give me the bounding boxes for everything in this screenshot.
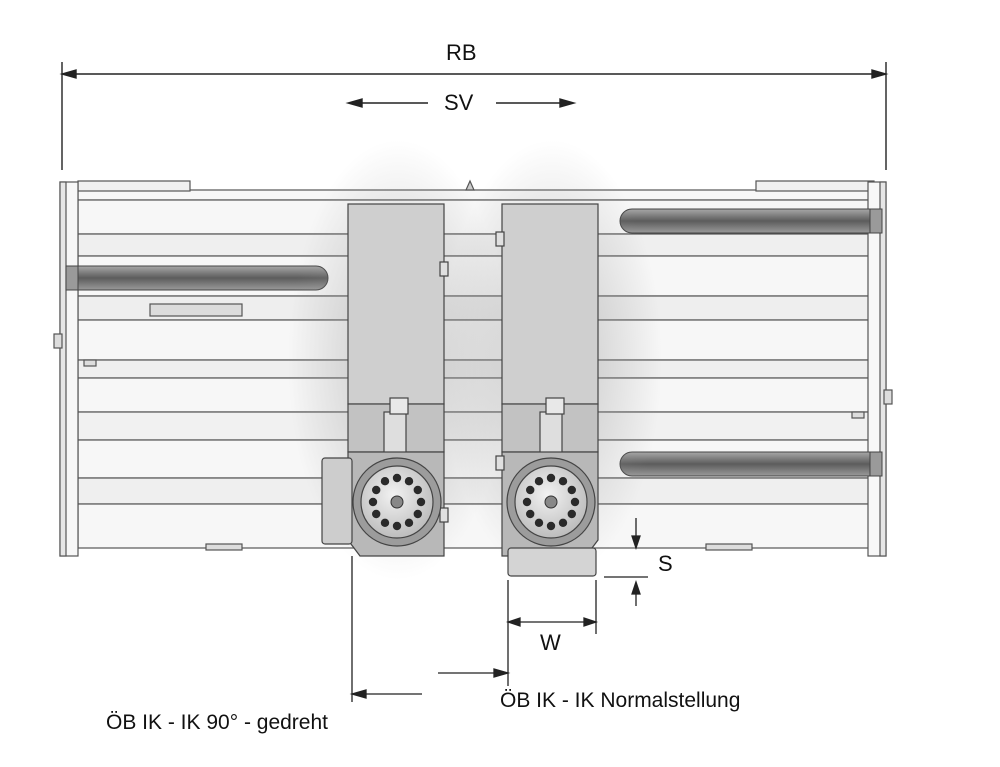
bolt <box>368 497 378 507</box>
right-wheel-bolts <box>522 473 580 531</box>
bolt <box>567 485 576 495</box>
bolt <box>534 518 544 527</box>
bolt <box>558 477 568 486</box>
label-s: S <box>658 551 673 576</box>
dimension-rb <box>59 62 889 170</box>
label-w: W <box>540 630 561 655</box>
bolt <box>372 485 381 495</box>
bolt <box>534 477 544 486</box>
label-sv: SV <box>444 90 474 115</box>
dimension-w <box>505 580 599 686</box>
offset-leaders <box>349 556 511 702</box>
dimension-s <box>604 518 648 606</box>
bolt <box>404 518 414 527</box>
bolt <box>526 485 535 495</box>
dimension-sv <box>345 98 577 108</box>
hydraulic-cylinders <box>65 208 883 477</box>
bolt <box>392 473 402 483</box>
bolt <box>392 521 402 531</box>
bolt <box>558 518 568 527</box>
bolt <box>413 485 422 495</box>
bolt <box>404 477 414 486</box>
bolt <box>546 521 556 531</box>
wheel-hub <box>544 495 558 509</box>
bolt <box>526 509 535 519</box>
bolt <box>546 473 556 483</box>
label-rb: RB <box>446 40 477 65</box>
bolt <box>522 497 532 507</box>
bolt <box>380 518 390 527</box>
bolt <box>416 497 426 507</box>
bolt <box>567 509 576 519</box>
bolt <box>380 477 390 486</box>
right-fork-arm <box>495 203 599 577</box>
left-wheel-bolts <box>368 473 426 531</box>
bolt <box>413 509 422 519</box>
wheel-hub <box>390 495 404 509</box>
bolt <box>372 509 381 519</box>
bolt <box>570 497 580 507</box>
label-rotated-position: ÖB IK - IK 90° - gedreht <box>106 711 328 734</box>
label-normal-position: ÖB IK - IK Normalstellung <box>500 689 741 712</box>
